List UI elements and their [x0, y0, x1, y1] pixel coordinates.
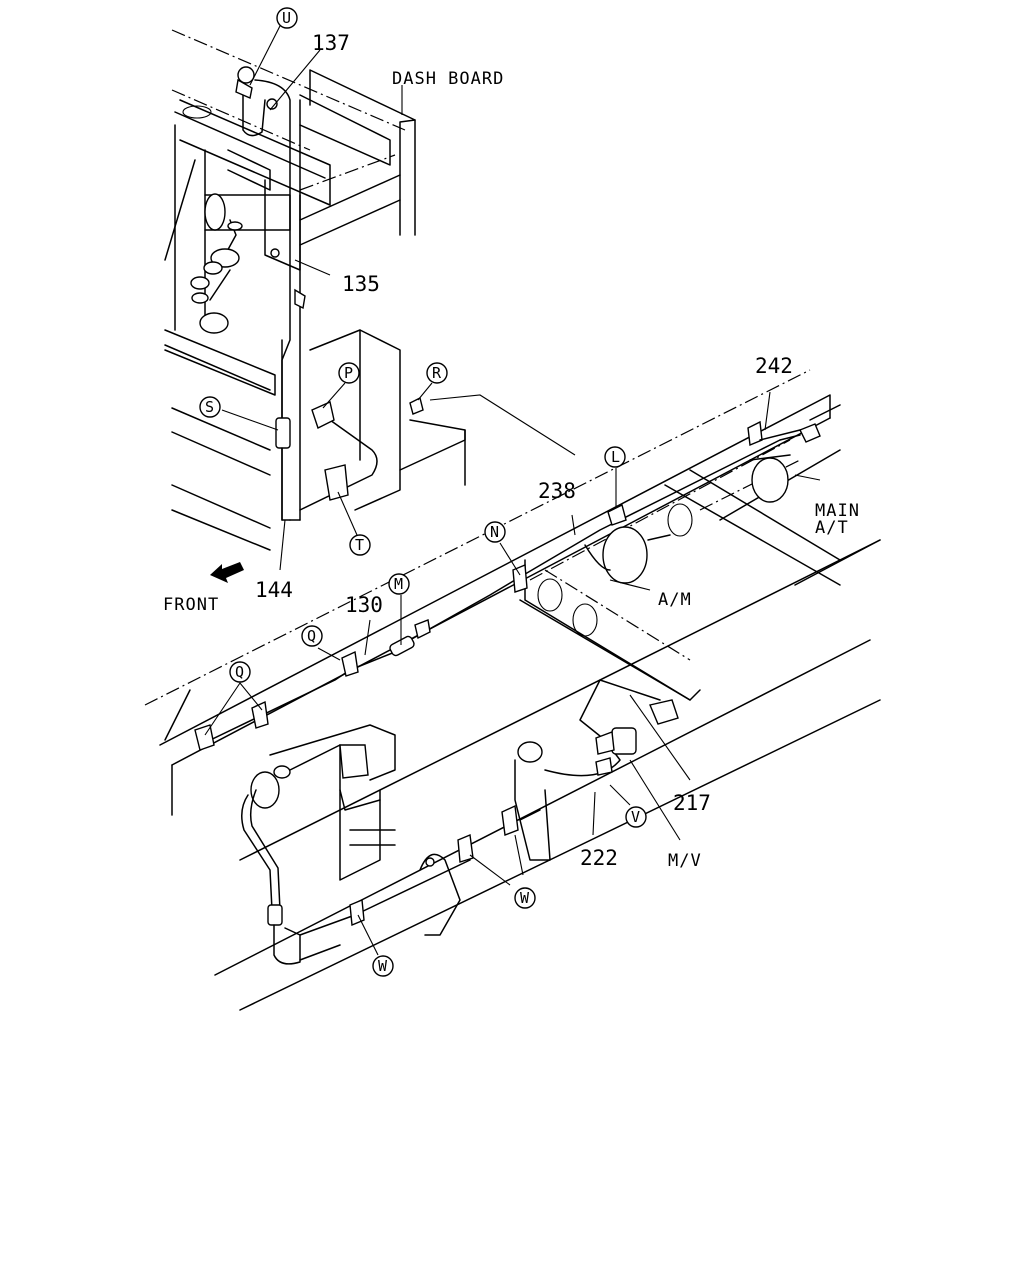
part-number-137: 137 — [312, 31, 350, 55]
mv-label: M/V — [668, 851, 702, 871]
callout-m: M — [388, 573, 410, 595]
front-arrow-icon — [210, 562, 244, 583]
callout-p: P — [338, 362, 360, 384]
svg-text:T: T — [355, 536, 364, 554]
am-label: A/M — [658, 590, 692, 610]
callout-t: T — [349, 534, 371, 556]
main-label: MAIN — [815, 501, 860, 521]
main-brake-pipe — [194, 420, 821, 751]
svg-text:W: W — [378, 957, 388, 975]
callout-u: U — [276, 7, 298, 29]
svg-text:M: M — [394, 575, 403, 593]
callout-s: S — [199, 396, 221, 418]
svg-text:Q: Q — [235, 663, 244, 681]
callout-n: N — [484, 521, 506, 543]
part-number-238: 238 — [538, 479, 576, 503]
callout-q-lower: Q — [229, 661, 251, 683]
chassis-frame — [144, 369, 881, 1011]
part-number-217: 217 — [673, 791, 711, 815]
part-number-144: 144 — [255, 578, 293, 602]
dash-board-label: DASH BOARD — [392, 69, 504, 89]
svg-text:N: N — [490, 523, 499, 541]
svg-text:W: W — [520, 889, 530, 907]
front-label: FRONT — [163, 595, 219, 615]
callout-r: R — [426, 362, 448, 384]
part-number-130: 130 — [345, 593, 383, 617]
callout-q-upper: Q — [301, 625, 323, 647]
svg-text:Q: Q — [307, 627, 316, 645]
svg-text:L: L — [611, 448, 620, 466]
lower-valve-area — [241, 679, 679, 965]
at-label: A/T — [815, 518, 849, 538]
leader-lines — [204, 19, 821, 956]
vertical-pipes — [235, 66, 306, 521]
callout-l: L — [604, 446, 626, 468]
air-tanks — [584, 454, 791, 584]
svg-text:V: V — [631, 808, 640, 826]
svg-text:R: R — [432, 364, 442, 382]
floor-lines — [171, 329, 576, 551]
svg-text:S: S — [205, 398, 214, 416]
svg-text:P: P — [344, 364, 353, 382]
svg-text:U: U — [282, 9, 291, 27]
part-number-222: 222 — [580, 846, 618, 870]
cab-structure — [164, 29, 416, 396]
tank-lines — [299, 396, 424, 511]
part-number-135: 135 — [342, 272, 380, 296]
callout-w-middle: W — [514, 887, 536, 909]
callout-v: V — [625, 806, 647, 828]
callout-w-lower: W — [372, 955, 394, 977]
part-number-242: 242 — [755, 354, 793, 378]
